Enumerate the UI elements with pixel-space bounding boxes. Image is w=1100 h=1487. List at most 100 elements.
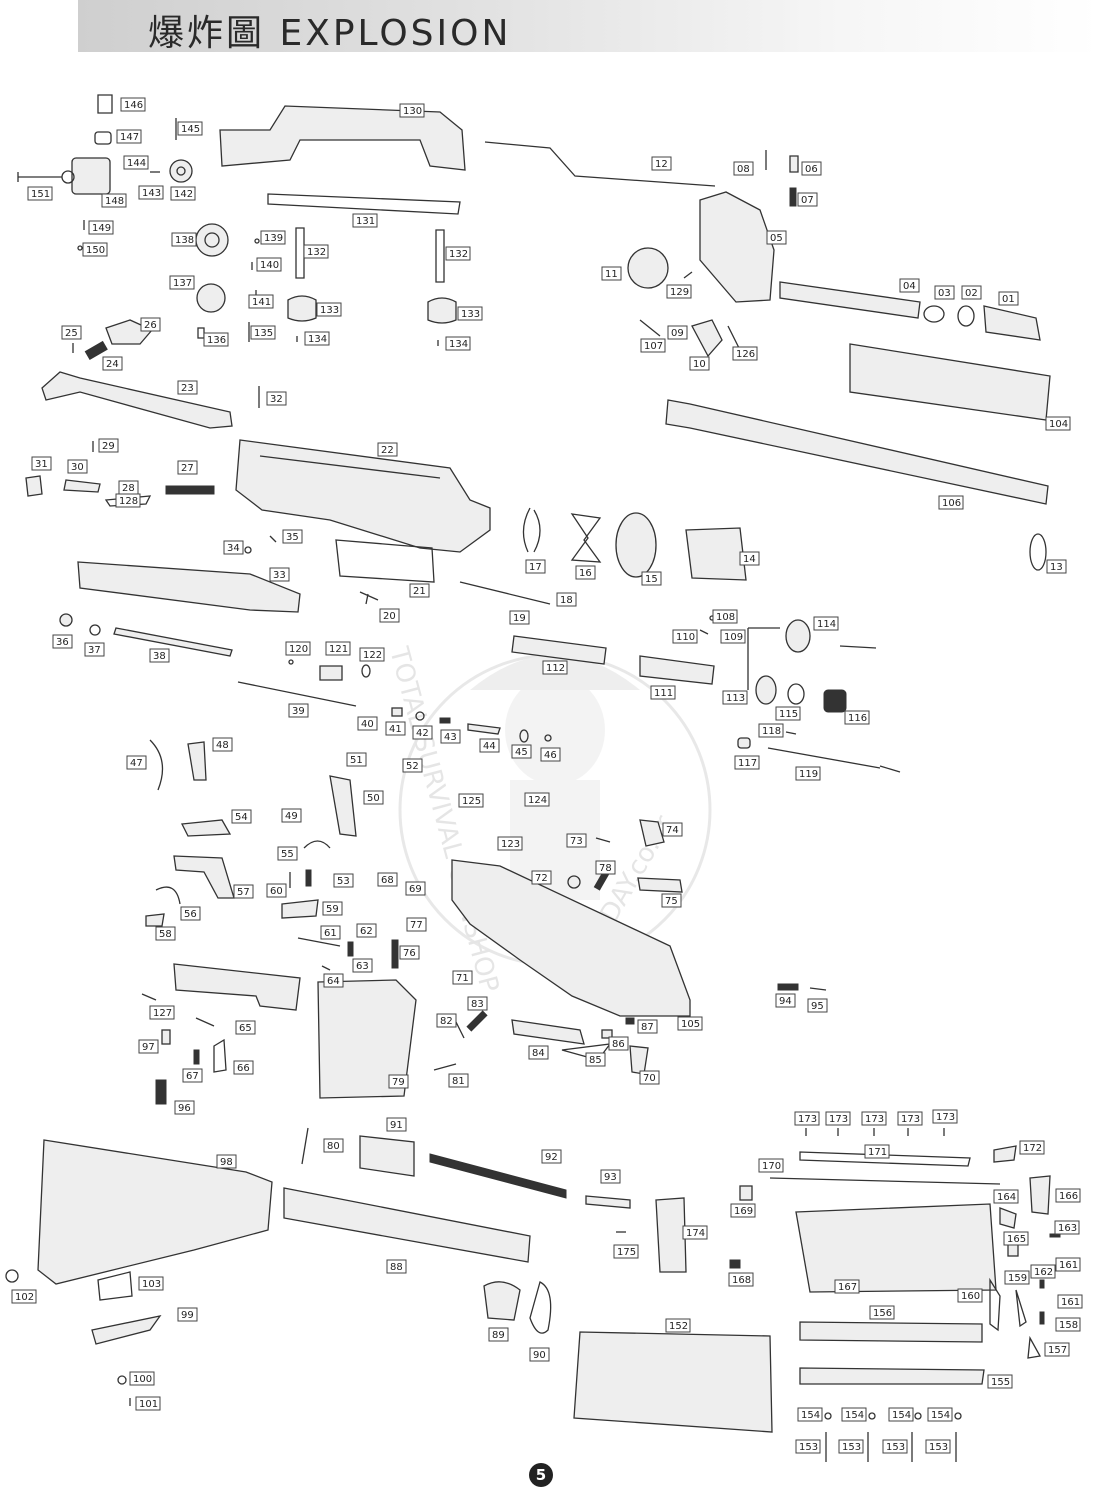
svg-text:154: 154 (931, 1410, 950, 1421)
svg-text:132: 132 (449, 249, 468, 260)
callout-label: 52 (402, 758, 423, 773)
callout-label: 02 (961, 285, 982, 300)
callout-label: 141 (248, 294, 274, 309)
callout-label: 152 (665, 1318, 691, 1333)
svg-text:35: 35 (286, 532, 299, 543)
callout-label: 92 (541, 1149, 562, 1164)
callout-label: 158 (1055, 1317, 1081, 1332)
callout-label: 48 (212, 737, 233, 752)
callout-label: 110 (672, 629, 698, 644)
callout-label: 30 (67, 459, 88, 474)
svg-text:26: 26 (144, 320, 157, 331)
svg-text:44: 44 (483, 741, 496, 752)
svg-text:134: 134 (308, 334, 327, 345)
svg-text:116: 116 (848, 713, 867, 724)
svg-text:153: 153 (886, 1442, 905, 1453)
svg-text:21: 21 (413, 586, 426, 597)
callout-label: 79 (388, 1074, 409, 1089)
svg-text:164: 164 (997, 1192, 1016, 1203)
svg-text:171: 171 (868, 1147, 887, 1158)
callout-label: 65 (235, 1020, 256, 1035)
callout-label: 149 (88, 220, 114, 235)
svg-text:148: 148 (105, 196, 124, 207)
callout-label: 114 (813, 616, 839, 631)
callout-label: 113 (722, 690, 748, 705)
callout-label: 144 (123, 155, 149, 170)
svg-text:106: 106 (942, 498, 961, 509)
svg-text:134: 134 (449, 339, 468, 350)
lower-receiver (451, 859, 691, 1017)
callout-label: 139 (260, 230, 286, 245)
callout-label: 145 (177, 121, 203, 136)
svg-text:141: 141 (252, 297, 271, 308)
svg-text:99: 99 (181, 1310, 194, 1321)
callout-label: 154 (888, 1407, 914, 1422)
callout-label: 135 (250, 325, 276, 340)
callout-label: 117 (734, 755, 760, 770)
svg-text:03: 03 (938, 288, 951, 299)
svg-text:147: 147 (120, 132, 139, 143)
callout-label: 167 (834, 1279, 860, 1294)
svg-text:77: 77 (410, 920, 423, 931)
svg-text:19: 19 (513, 613, 526, 624)
svg-text:78: 78 (599, 863, 612, 874)
svg-text:59: 59 (326, 904, 339, 915)
svg-text:13: 13 (1050, 562, 1063, 573)
svg-text:01: 01 (1002, 294, 1015, 305)
callout-label: 129 (666, 284, 692, 299)
svg-text:74: 74 (666, 825, 679, 836)
callout-label: 08 (733, 161, 754, 176)
svg-text:133: 133 (461, 309, 480, 320)
callout-label: 37 (84, 642, 105, 657)
callout-label: 134 (304, 331, 330, 346)
svg-text:153: 153 (929, 1442, 948, 1453)
svg-text:126: 126 (736, 349, 755, 360)
svg-text:175: 175 (617, 1247, 636, 1258)
callout-label: 157 (1044, 1342, 1070, 1357)
svg-text:23: 23 (181, 383, 194, 394)
svg-text:41: 41 (389, 724, 402, 735)
svg-text:83: 83 (471, 999, 484, 1010)
svg-text:153: 153 (842, 1442, 861, 1453)
delta-ring-parts (522, 507, 747, 581)
svg-text:112: 112 (546, 663, 565, 674)
svg-text:65: 65 (239, 1023, 252, 1034)
svg-text:04: 04 (903, 281, 916, 292)
callout-label: 74 (662, 822, 683, 837)
callout-label: 173 (825, 1111, 851, 1126)
svg-text:173: 173 (901, 1114, 920, 1125)
callout-label: 109 (720, 629, 746, 644)
callout-label: 154 (927, 1407, 953, 1422)
svg-text:86: 86 (612, 1039, 625, 1050)
callout-label: 86 (608, 1036, 629, 1051)
svg-text:144: 144 (127, 158, 146, 169)
svg-text:05: 05 (770, 233, 783, 244)
svg-text:49: 49 (285, 811, 298, 822)
svg-text:121: 121 (329, 644, 348, 655)
svg-text:72: 72 (535, 873, 548, 884)
svg-text:138: 138 (175, 235, 194, 246)
callout-label: 12 (651, 156, 672, 171)
callout-label: 98 (216, 1154, 237, 1169)
callout-label: 121 (325, 641, 351, 656)
svg-text:40: 40 (361, 719, 374, 730)
svg-text:53: 53 (337, 876, 350, 887)
callout-label: 40 (357, 716, 378, 731)
svg-text:133: 133 (320, 305, 339, 316)
callout-label: 153 (838, 1439, 864, 1454)
svg-text:45: 45 (515, 747, 528, 758)
callout-label: 131 (352, 213, 378, 228)
callout-label: 159 (1004, 1270, 1030, 1285)
svg-text:165: 165 (1007, 1234, 1026, 1245)
callout-label: 27 (177, 460, 198, 475)
svg-text:89: 89 (492, 1330, 505, 1341)
callout-label: 122 (359, 647, 385, 662)
svg-text:111: 111 (654, 688, 673, 699)
svg-text:46: 46 (544, 750, 557, 761)
callout-label: 161 (1055, 1257, 1081, 1272)
header-band (78, 0, 1100, 52)
callout-label: 163 (1054, 1220, 1080, 1235)
callout-label: 46 (540, 747, 561, 762)
callout-label: 41 (385, 721, 406, 736)
callout-label: 142 (170, 186, 196, 201)
